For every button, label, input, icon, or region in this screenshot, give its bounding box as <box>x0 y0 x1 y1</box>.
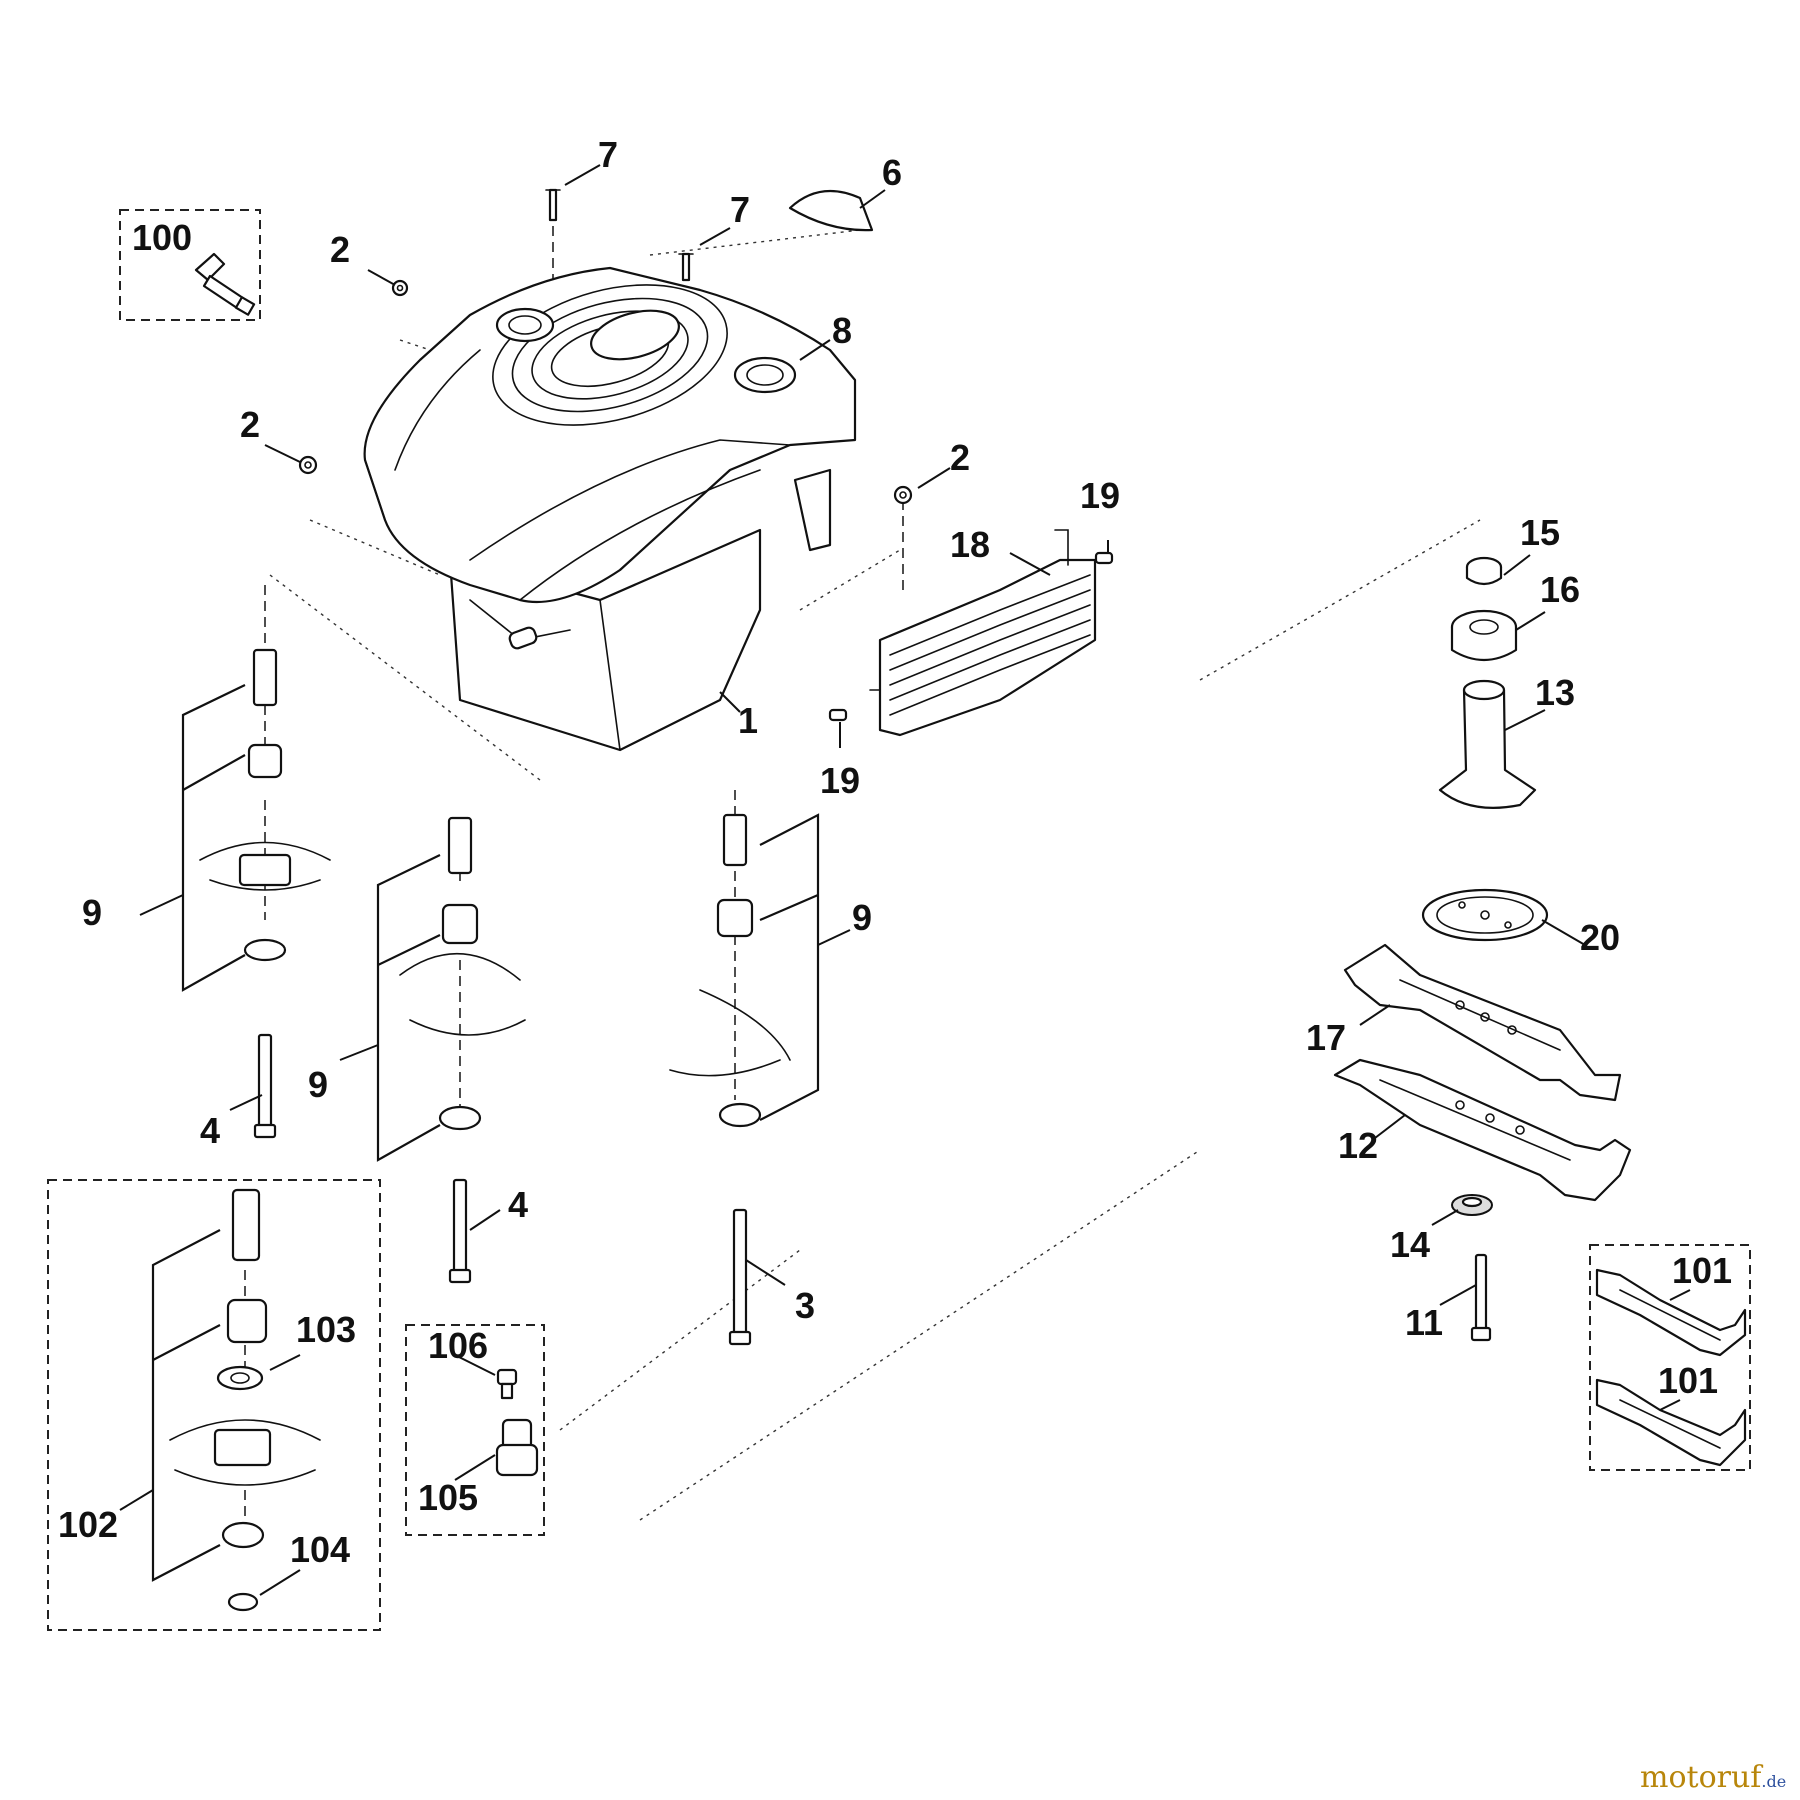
o-ring-icon <box>227 1592 259 1612</box>
callout-103: 103 <box>296 1309 356 1350</box>
engine-hood-icon <box>363 266 857 604</box>
callout-106: 106 <box>428 1325 488 1366</box>
callout-leaders <box>229 164 1691 1411</box>
cover-screws <box>545 188 694 282</box>
callout-101: 101 <box>1672 1250 1732 1291</box>
washer-icon <box>438 1105 482 1131</box>
mount-kit-105-106 <box>405 1324 545 1536</box>
callout-13: 13 <box>1535 672 1575 713</box>
screw-icon <box>496 1368 518 1386</box>
blade-17-icon <box>1343 943 1622 1102</box>
mount-group-middle <box>339 816 526 1162</box>
callout-7: 7 <box>598 134 618 175</box>
spacer-sleeve-icon <box>447 816 473 875</box>
callout-4: 4 <box>508 1184 528 1225</box>
svg-text:motoruf.de: motoruf.de <box>1640 1760 1786 1795</box>
washer-icon <box>216 1365 264 1391</box>
callout-100: 100 <box>132 217 192 258</box>
rubber-buffer-icon <box>247 743 283 779</box>
mount-group-right <box>669 813 851 1128</box>
callout-2: 2 <box>950 437 970 478</box>
callout-105: 105 <box>418 1477 478 1518</box>
washer-icon <box>243 938 287 962</box>
mower-blades <box>1333 943 1632 1202</box>
washer-icon <box>718 1102 762 1128</box>
blade-bolt-icon <box>1474 1253 1488 1332</box>
callout-101: 101 <box>1658 1360 1718 1401</box>
air-filter-icon <box>878 558 1097 737</box>
label-sticker-icon <box>788 189 874 232</box>
kit-box-101 <box>1589 1244 1751 1471</box>
spacer-sleeve-icon <box>722 813 748 867</box>
callout-9: 9 <box>852 897 872 938</box>
callout-102: 102 <box>58 1504 118 1545</box>
air-filter-housing <box>869 529 1097 737</box>
nut-icon <box>893 485 913 505</box>
nut-icon <box>391 279 409 297</box>
watermark-logo: motoruf.de <box>1640 1760 1786 1795</box>
long-bolt-icon <box>732 1208 748 1342</box>
rubber-buffer-icon <box>441 903 479 945</box>
nut-icon <box>298 455 318 475</box>
screw-icon <box>828 708 848 722</box>
callout-1: 1 <box>738 700 758 741</box>
callout-6: 6 <box>882 152 902 193</box>
callout-19: 19 <box>820 760 860 801</box>
callout-14: 14 <box>1390 1224 1430 1265</box>
callout-16: 16 <box>1540 569 1580 610</box>
blade-kit-101 <box>1589 1244 1751 1471</box>
screw-icon <box>681 252 691 282</box>
callout-9: 9 <box>82 892 102 933</box>
callout-labels: 1 2 2 2 3 4 4 6 7 7 8 9 9 9 11 12 13 14 … <box>58 134 1732 1570</box>
kit-box-105 <box>405 1324 545 1536</box>
callout-3: 3 <box>795 1285 815 1326</box>
blade-adapter-stack <box>1421 556 1549 942</box>
kit-box-100 <box>119 209 261 321</box>
mount-group-left-upper <box>139 648 331 992</box>
filter-screws <box>828 551 1114 722</box>
callout-2: 2 <box>330 229 350 270</box>
blade-disc-icon <box>1421 888 1549 942</box>
nut-parts <box>298 279 913 505</box>
spark-plug-boot-icon <box>194 252 226 282</box>
callout-15: 15 <box>1520 512 1560 553</box>
watermark-tld: .de <box>1761 1772 1786 1791</box>
spark-plug-boot-kit <box>119 209 261 321</box>
blade-12-icon <box>1333 1058 1632 1202</box>
callout-11: 11 <box>1405 1302 1443 1343</box>
callout-18: 18 <box>950 524 990 565</box>
blade-101-icon <box>1595 1378 1747 1467</box>
callout-20: 20 <box>1580 917 1620 958</box>
blade-holder-icon <box>1438 688 1537 809</box>
rubber-buffer-icon <box>226 1298 268 1344</box>
bolt-icon <box>452 1178 468 1282</box>
screw-icon <box>548 188 558 222</box>
callout-19: 19 <box>1080 475 1120 516</box>
callout-9: 9 <box>308 1064 328 1105</box>
washer-icon <box>221 1521 265 1549</box>
callout-2: 2 <box>240 404 260 445</box>
watermark-brand: motoruf <box>1640 1760 1763 1795</box>
rubber-buffer-icon <box>716 898 754 938</box>
blade-fasteners <box>1451 1194 1493 1342</box>
screw-icon <box>1094 551 1114 565</box>
mount-kit-102 <box>47 1179 381 1631</box>
spacer-sleeve-icon <box>231 1188 261 1262</box>
callout-104: 104 <box>290 1529 350 1570</box>
callout-17: 17 <box>1306 1017 1346 1058</box>
callout-7: 7 <box>730 189 750 230</box>
bolt-icon <box>257 1033 273 1137</box>
callout-12: 12 <box>1338 1125 1378 1166</box>
callout-8: 8 <box>832 310 852 351</box>
kit-box-102 <box>47 1179 381 1631</box>
spacer-sleeve-icon <box>252 648 278 707</box>
callout-4: 4 <box>200 1110 220 1151</box>
engine-cover-assembly <box>363 266 857 752</box>
